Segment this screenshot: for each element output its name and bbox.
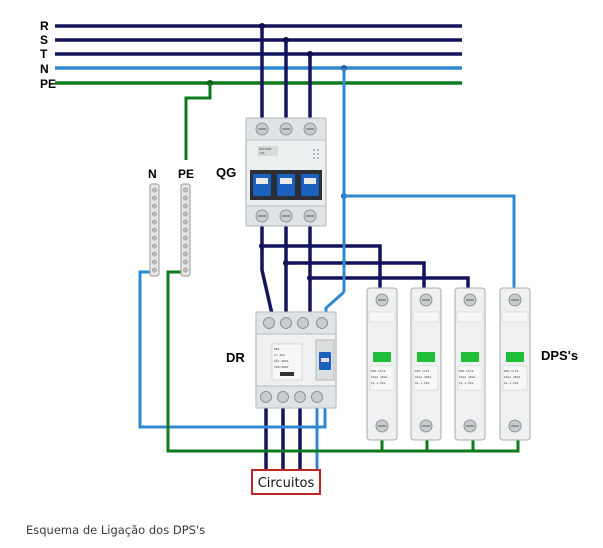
svg-text:In 40A: In 40A: [274, 353, 285, 357]
residual-device-label: DR: [226, 350, 245, 365]
svg-text:Up 1.5kV: Up 1.5kV: [415, 381, 430, 385]
bus-lines: [55, 24, 462, 85]
ground-bar-label: PE: [178, 167, 194, 181]
ground-terminal-bar: [180, 183, 191, 277]
residual-device-dr: DR4 In 40A IΔn 30mA 230/400V: [255, 311, 337, 409]
main-breaker-qg: DISJUNT C40: [245, 117, 327, 227]
circuits-box: [251, 469, 321, 495]
surge-protector: DPS CLII Imax 40kA Up 1.5kV: [499, 287, 531, 441]
bus-label-pe: PE: [40, 77, 56, 91]
bus-label-n: N: [40, 62, 49, 76]
wire-phase-to-dps-1: [262, 244, 382, 290]
surge-protector: DPS CLII Imax 40kA Up 1.5kV: [410, 287, 442, 441]
figure-caption: Esquema de Ligação dos DPS's: [26, 523, 206, 537]
svg-text:Up 1.5kV: Up 1.5kV: [504, 381, 519, 385]
wire-pe-down: [184, 83, 212, 160]
svg-text:DPS CLII: DPS CLII: [459, 369, 474, 373]
wire-phase-to-dps-2: [286, 261, 426, 290]
neutral-wires: [138, 68, 516, 470]
bus-label-t: T: [40, 47, 48, 61]
svg-text:Up 1.5kV: Up 1.5kV: [371, 381, 386, 385]
svg-text:Imax 40kA: Imax 40kA: [371, 375, 387, 379]
svg-text:Imax 40kA: Imax 40kA: [415, 375, 431, 379]
bus-labels: R S T N PE: [40, 19, 56, 91]
svg-text:DISJUNT: DISJUNT: [259, 147, 272, 151]
svg-text:Up 1.5kV: Up 1.5kV: [459, 381, 474, 385]
svg-text:DPS CLII: DPS CLII: [371, 369, 386, 373]
svg-text:C40: C40: [259, 151, 265, 155]
svg-text:IΔn 30mA: IΔn 30mA: [274, 359, 289, 363]
wire-n-to-dps: [344, 194, 516, 290]
surge-protectors-label: DPS's: [541, 348, 578, 363]
wire-pe-bar-out: [166, 270, 520, 453]
phase-wires: [260, 26, 470, 470]
svg-text:Imax 40kA: Imax 40kA: [459, 375, 475, 379]
svg-text:Imax 40kA: Imax 40kA: [504, 375, 520, 379]
circuits-label: Circuitos: [258, 476, 315, 491]
wire-phase-to-dps-3: [310, 276, 470, 290]
svg-text:DPS CLII: DPS CLII: [504, 369, 519, 373]
svg-text:230/400V: 230/400V: [274, 365, 289, 369]
wire-phase-to-dr-1: [260, 246, 274, 315]
surge-protector: DPS CLII Imax 40kA Up 1.5kV: [454, 287, 486, 441]
neutral-terminal-bar: [149, 183, 160, 277]
svg-text:DR4: DR4: [274, 347, 280, 351]
bus-label-r: R: [40, 19, 49, 33]
wire-n-bar-loop: [138, 270, 327, 429]
surge-protector: DPS CLII Imax 40kA Up 1.5kV: [366, 287, 398, 441]
svg-text:DPS CLII: DPS CLII: [415, 369, 430, 373]
circuits-output: Circuitos: [251, 469, 321, 495]
bus-label-s: S: [40, 33, 48, 47]
neutral-bar-label: N: [148, 167, 157, 181]
main-breaker-label: QG: [216, 165, 236, 180]
